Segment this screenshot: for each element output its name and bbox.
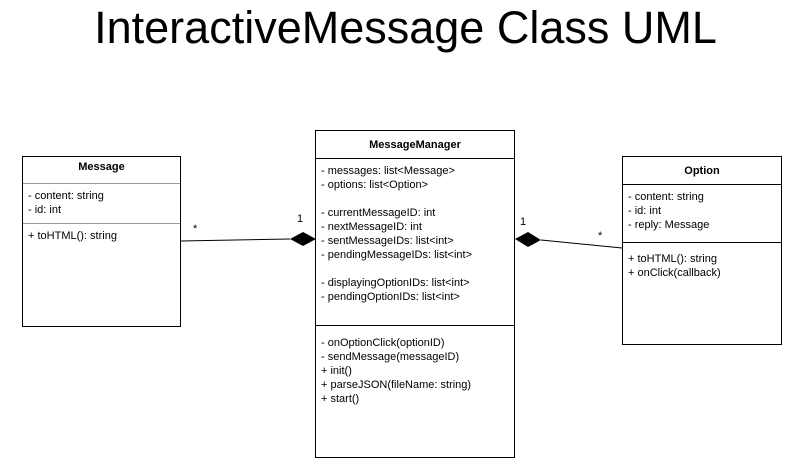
attribute: - content: string bbox=[28, 190, 104, 202]
operation: + parseJSON(fileName: string) bbox=[321, 379, 472, 391]
class-option-operations: + toHTML(): string + onClick(callback) bbox=[623, 242, 781, 284]
class-message-attributes: - content: string - id: int bbox=[23, 183, 180, 223]
class-option: Option - content: string - id: int - rep… bbox=[622, 156, 782, 345]
attribute: - sentMessageIDs: list<int> bbox=[321, 235, 454, 247]
manager-right-multiplicity: 1 bbox=[520, 216, 527, 228]
diagram-title: InteractiveMessage Class UML bbox=[94, 2, 717, 53]
attribute: - id: int bbox=[28, 204, 62, 216]
class-manager-name: MessageManager bbox=[369, 139, 461, 151]
class-message-operations: + toHTML(): string bbox=[23, 223, 180, 247]
class-manager-attributes: - messages: list<Message> - options: lis… bbox=[316, 158, 514, 325]
attribute: - options: list<Option> bbox=[321, 179, 429, 191]
operation: - sendMessage(messageID) bbox=[321, 351, 460, 363]
operation: + start() bbox=[321, 393, 360, 405]
attribute: - pendingOptionIDs: list<int> bbox=[321, 291, 460, 303]
attribute: - reply: Message bbox=[628, 219, 710, 231]
operation: + init() bbox=[321, 365, 352, 377]
manager-left-multiplicity: 1 bbox=[297, 213, 304, 225]
operation: + toHTML(): string bbox=[28, 230, 117, 242]
composition-diamond-left bbox=[290, 232, 316, 246]
attribute: - id: int bbox=[628, 205, 662, 217]
option-multiplicity: * bbox=[598, 230, 603, 242]
operation: - onOptionClick(optionID) bbox=[321, 337, 445, 349]
attribute: - nextMessageID: int bbox=[321, 221, 422, 233]
class-message-manager: MessageManager - messages: list<Message>… bbox=[315, 130, 515, 458]
operation: + toHTML(): string bbox=[628, 253, 717, 265]
class-option-name: Option bbox=[684, 165, 720, 177]
attribute: - content: string bbox=[628, 191, 704, 203]
class-message-name: Message bbox=[78, 161, 125, 173]
message-association-line bbox=[180, 238, 291, 242]
message-multiplicity: * bbox=[193, 223, 198, 235]
attribute: - currentMessageID: int bbox=[321, 207, 436, 219]
class-manager-operations: - onOptionClick(optionID) - sendMessage(… bbox=[316, 325, 514, 410]
attribute: - displayingOptionIDs: list<int> bbox=[321, 277, 470, 289]
attribute: - pendingMessageIDs: list<int> bbox=[321, 249, 473, 261]
option-association-line bbox=[540, 239, 623, 249]
class-option-attributes: - content: string - id: int - reply: Mes… bbox=[623, 184, 781, 242]
class-message: Message - content: string - id: int + to… bbox=[22, 156, 181, 327]
operation: + onClick(callback) bbox=[628, 267, 721, 279]
attribute: - messages: list<Message> bbox=[321, 165, 455, 177]
composition-diamond-right bbox=[515, 232, 541, 247]
